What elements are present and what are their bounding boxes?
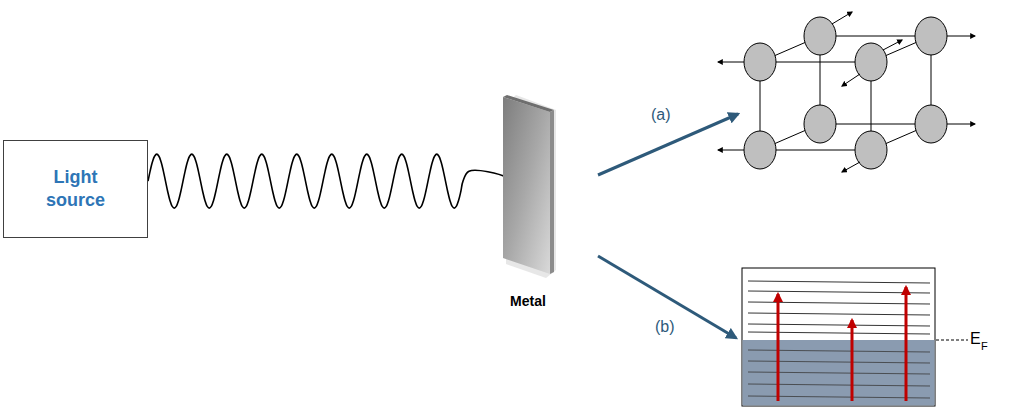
fermi-level-label: E [970,330,981,348]
path-label: (b) [655,318,675,336]
crystal-lattice [718,12,975,172]
source-label: Light source [36,166,116,213]
light-wave [148,154,510,208]
material-label: Metal [510,292,546,310]
path-label: (a) [651,106,671,124]
metal-plate: Metal [492,92,564,314]
fermi-level-subscript: F [981,340,988,352]
band-diagram [742,268,968,406]
light-source-box: Light source [3,140,148,238]
path-arrow [598,114,738,175]
path-arrow [598,256,736,338]
metal-plate-shape [492,92,564,282]
